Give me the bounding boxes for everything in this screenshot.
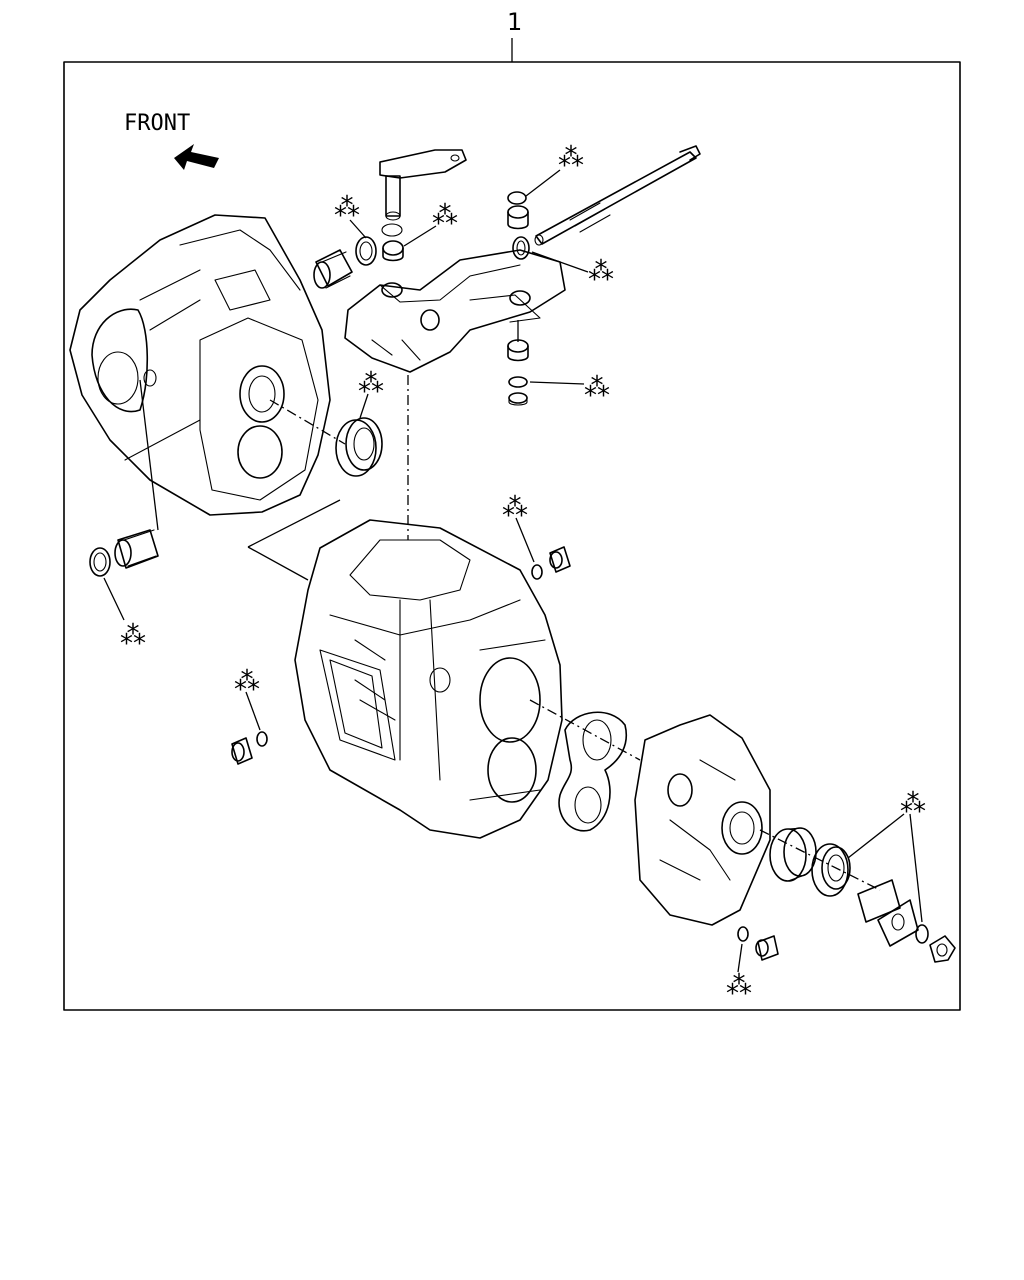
shift-lever — [379, 149, 467, 221]
flange-o-ring — [915, 924, 929, 944]
mark-leader-gasket-ring-left — [245, 691, 261, 731]
mark-leader-o-ring-lower-right — [529, 381, 585, 385]
mark-leader-oil-seal-large — [359, 393, 369, 419]
bearing-to-bell-leader — [139, 379, 159, 531]
mark-oil-seal-upper: ⁂ — [334, 193, 360, 223]
lever-washer — [381, 223, 403, 237]
mark-leader-lever-bush — [403, 225, 437, 247]
case-to-extension-axis — [529, 699, 641, 761]
flange-nut — [929, 935, 956, 963]
o-ring-lower-right — [508, 376, 528, 388]
rear-bearing — [769, 827, 817, 882]
mark-oil-seal-upper-right: ⁂ — [588, 257, 614, 287]
washer-lower-right — [508, 392, 528, 406]
shift-bush-lower — [507, 339, 529, 362]
oil-seal-lower-left — [89, 547, 111, 577]
extension-bolt — [755, 935, 779, 961]
mark-o-ring-lower-right: ⁂ — [584, 373, 610, 403]
mark-leader-o-ring-upper-right — [525, 169, 561, 197]
mark-lever-bush: ⁂ — [432, 201, 458, 231]
drain-plug-left — [231, 737, 253, 765]
mark-gasket-ring-mid: ⁂ — [502, 493, 528, 523]
mark-o-ring-upper-right: ⁂ — [558, 143, 584, 173]
needle-bearing-upper — [313, 249, 353, 289]
selector-shaft — [534, 145, 701, 246]
o-ring-upper-right — [507, 191, 527, 205]
mark-leader-flange-o-ring — [909, 813, 923, 923]
gasket-ring-lower — [737, 926, 749, 942]
mark-gasket-ring-lower: ⁂ — [726, 971, 752, 1001]
callout-number-1: 1 — [507, 8, 522, 36]
extension-to-flange-axis — [759, 829, 881, 891]
mark-rear-parts: ⁂ — [900, 789, 926, 819]
mark-leader-oil-seal-upper-right — [531, 251, 589, 273]
mark-gasket-ring-left: ⁂ — [234, 667, 260, 697]
transmission-case — [294, 519, 563, 839]
front-arrow-icon — [174, 144, 219, 170]
mark-leader-oil-seal-upper — [349, 219, 367, 239]
diagram-frame — [63, 61, 961, 1011]
mark-leader-rear-seal — [847, 813, 905, 859]
shift-cover — [344, 249, 566, 373]
mark-leader-gasket-ring-lower — [737, 943, 743, 973]
gasket-ring-mid — [531, 564, 543, 580]
extension-housing — [634, 714, 771, 926]
oil-seal-large — [335, 417, 383, 477]
mark-leader-oil-seal-lower-left — [103, 577, 125, 621]
bell-to-case-leader-a — [247, 499, 341, 548]
companion-flange — [857, 879, 919, 947]
mark-leader-gasket-ring-mid — [515, 517, 535, 563]
oil-seal-upper — [355, 236, 377, 266]
mark-oil-seal-large: ⁂ — [358, 369, 384, 399]
gasket-ring-left — [256, 731, 268, 747]
needle-bearing-lower — [114, 529, 159, 569]
lever-bush — [382, 240, 404, 262]
bell-to-case-leader-b — [247, 546, 309, 581]
rear-oil-seal — [811, 843, 851, 897]
filler-plug-mid — [549, 546, 571, 573]
mark-oil-seal-lower-left: ⁂ — [120, 621, 146, 651]
seal-to-bell-axis — [269, 399, 346, 445]
extension-gasket — [558, 711, 627, 832]
shift-bush-upper — [507, 205, 529, 230]
oil-seal-upper-right — [512, 236, 530, 260]
front-label: FRONT — [124, 111, 190, 136]
bell-housing — [69, 214, 331, 516]
